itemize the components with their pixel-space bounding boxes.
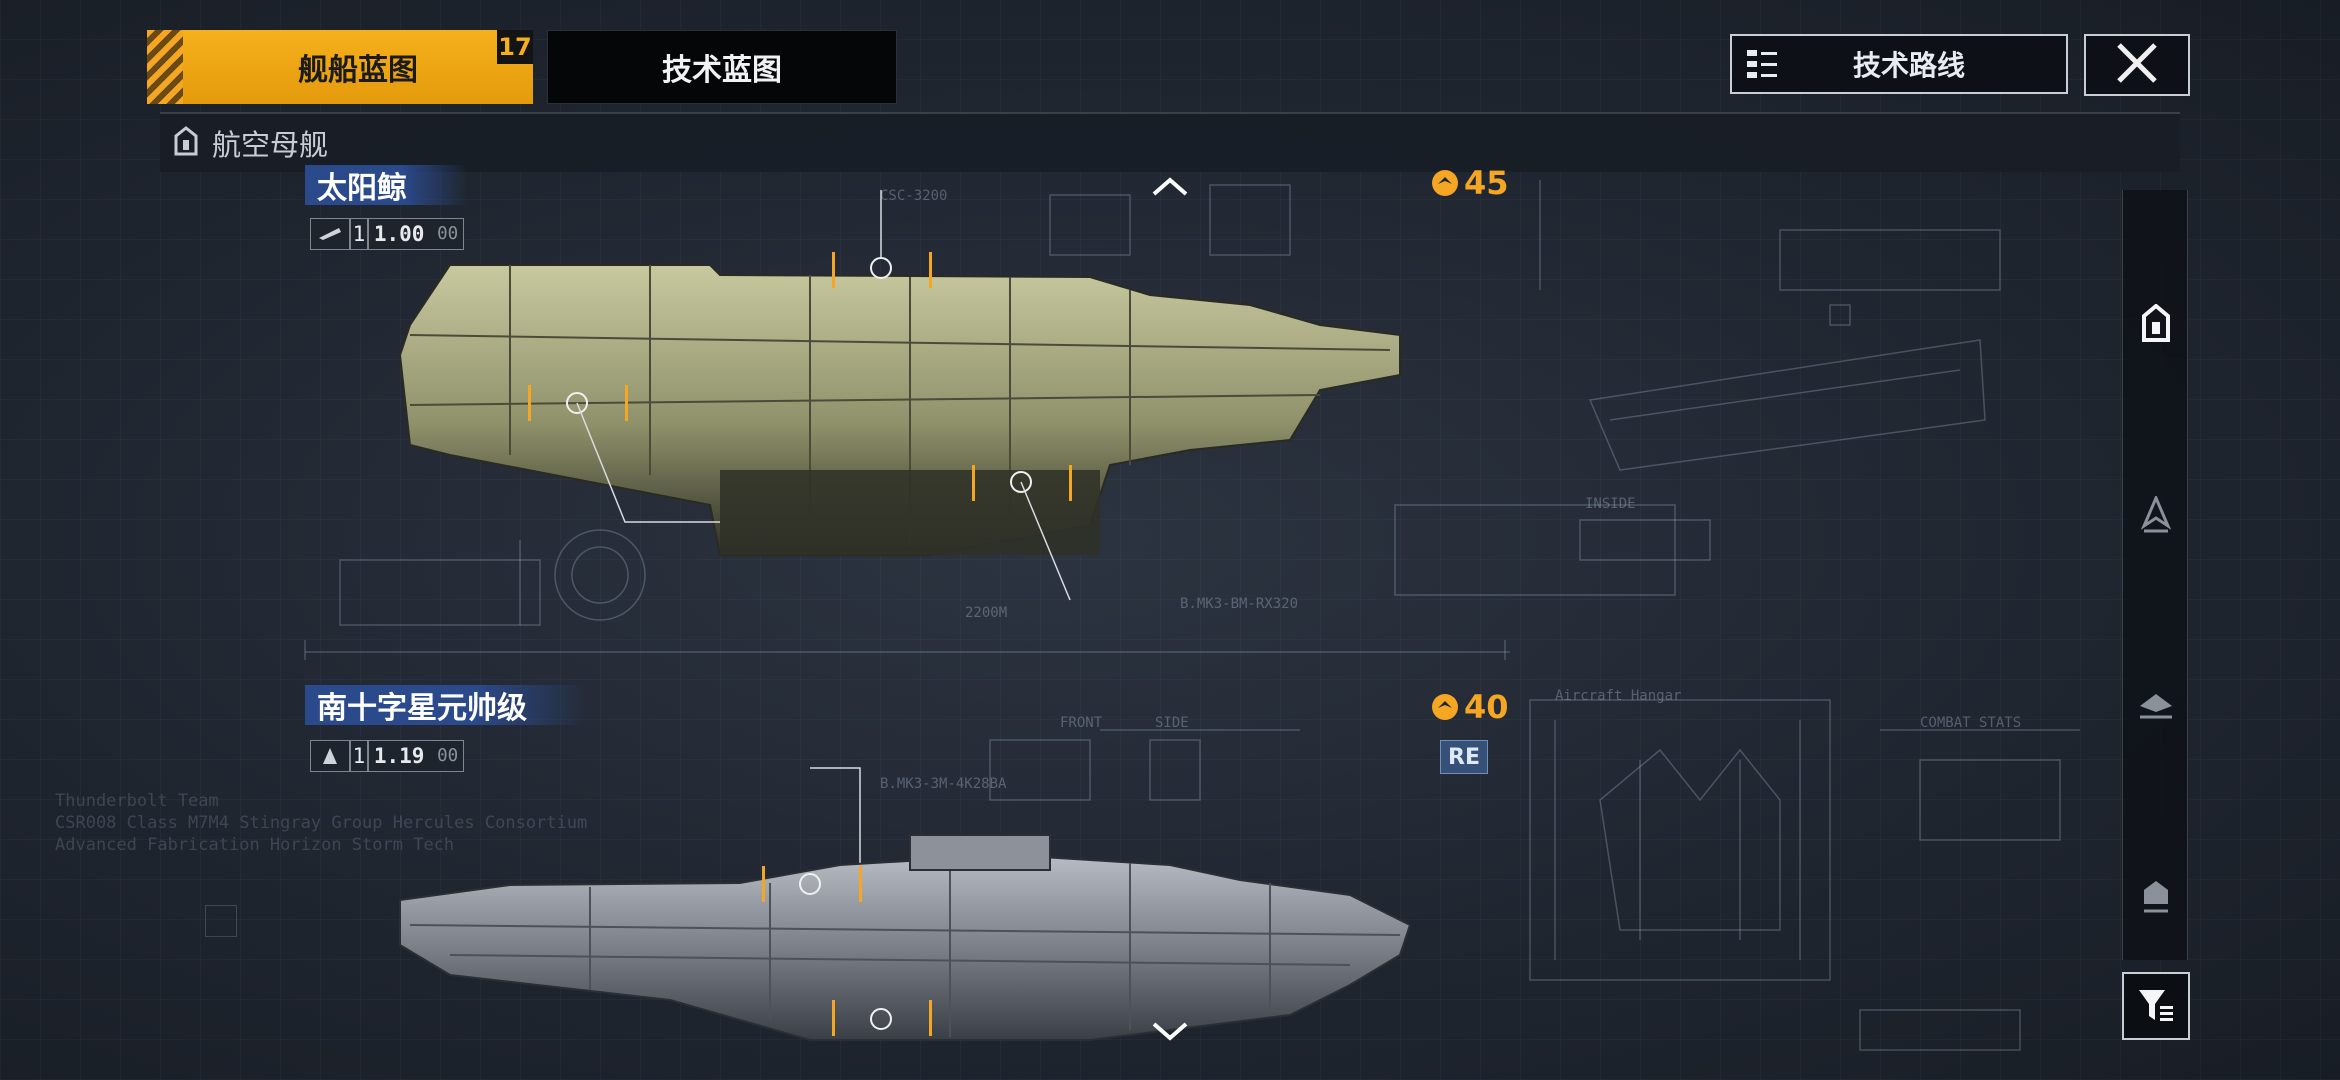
tab-count-badge: 17	[497, 30, 533, 64]
blueprint-tabs: 舰船蓝图 17 技术蓝图	[147, 30, 911, 104]
ship-model-southern-cross-marshal[interactable]	[390, 825, 1420, 1050]
ship-level: 1	[350, 740, 368, 772]
hardpoint-bracket	[832, 252, 932, 288]
svg-text:SIDE: SIDE	[1155, 715, 1189, 731]
carrier-icon	[174, 126, 198, 160]
svg-text:B.MK3-3M-4K28BA: B.MK3-3M-4K28BA	[880, 776, 1007, 792]
close-icon	[2115, 41, 2159, 89]
scroll-up-button[interactable]	[1148, 176, 1192, 196]
hardpoint-bracket	[972, 465, 1072, 501]
hardpoint-marker[interactable]	[799, 873, 821, 895]
fighter-icon	[2141, 496, 2171, 533]
sidebar-item-frigate[interactable]	[2123, 670, 2189, 740]
sidebar-item-fighter[interactable]	[2123, 480, 2189, 550]
background-text: Thunderbolt Team CSR008 Class M7M4 Sting…	[55, 791, 588, 855]
filter-button[interactable]	[2122, 972, 2190, 1040]
svg-text:INSIDE: INSIDE	[1585, 496, 1636, 512]
svg-text:Aircraft Hangar: Aircraft Hangar	[1555, 688, 1681, 704]
hardpoint-marker[interactable]	[1010, 471, 1032, 493]
svg-text:FRONT: FRONT	[1060, 715, 1103, 731]
hangar-icon	[2144, 881, 2168, 913]
ship-silhouette-icon	[310, 740, 350, 772]
ship-type-sidebar	[2122, 190, 2188, 960]
background-frame	[205, 905, 237, 937]
svg-text:2200M: 2200M	[965, 605, 1007, 621]
tab-label: 技术蓝图	[662, 53, 782, 88]
ship-version-info: 1 1.00 00	[310, 218, 464, 250]
hardpoint-bracket	[528, 385, 628, 421]
tab-accent-stripe	[147, 30, 183, 104]
category-label: 航空母舰	[212, 128, 329, 162]
hardpoint-marker[interactable]	[566, 392, 588, 414]
hardpoint-marker[interactable]	[870, 1008, 892, 1030]
command-point-icon	[1432, 170, 1458, 196]
hardpoint-bracket	[832, 1000, 932, 1036]
ship-cost: 45	[1430, 164, 1509, 202]
ship-name-title[interactable]: 太阳鲸	[305, 165, 467, 206]
tab-tech-blueprint[interactable]: 技术蓝图	[547, 30, 897, 104]
sidebar-item-hangar[interactable]	[2123, 862, 2189, 932]
re-badge: RE	[1440, 740, 1488, 774]
category-bar: 航空母舰	[160, 112, 2180, 172]
ship-name-title[interactable]: 南十字星元帅级	[305, 685, 587, 726]
command-point-icon	[1432, 694, 1458, 720]
ship-cost-value: 45	[1464, 164, 1509, 202]
tab-label: 舰船蓝图	[298, 53, 418, 88]
ship-cost-value: 40	[1464, 688, 1509, 726]
ship-version-info: 1 1.19 00	[310, 740, 464, 772]
hardpoint-marker[interactable]	[870, 257, 892, 279]
close-button[interactable]	[2084, 34, 2190, 96]
tech-route-button[interactable]: 技术路线	[1730, 34, 2068, 94]
ship-version: 1.19 00	[368, 740, 464, 772]
ship-level: 1	[350, 218, 368, 250]
svg-text:COMBAT STATS: COMBAT STATS	[1920, 715, 2021, 731]
carrier-icon	[2142, 304, 2170, 342]
ship-version: 1.00 00	[368, 218, 464, 250]
svg-text:CSC-3200: CSC-3200	[880, 188, 947, 204]
tech-route-label: 技术路线	[1852, 49, 1965, 82]
tech-tree-icon	[1732, 47, 1792, 81]
svg-text:B.MK3-BM-RX320: B.MK3-BM-RX320	[1180, 596, 1298, 612]
sidebar-item-carrier[interactable]	[2123, 288, 2189, 358]
hardpoint-bracket	[762, 866, 862, 902]
frigate-icon	[2140, 694, 2172, 719]
chevron-down-icon	[1152, 1022, 1188, 1041]
tab-ship-blueprint[interactable]: 舰船蓝图 17	[183, 30, 533, 104]
filter-icon	[2139, 990, 2173, 1021]
ship-cost: 40	[1430, 688, 1509, 726]
chevron-up-icon	[1152, 177, 1188, 196]
ship-silhouette-icon	[310, 218, 350, 250]
ship-model-sun-whale[interactable]	[390, 255, 1410, 585]
scroll-down-button[interactable]	[1148, 1022, 1192, 1042]
